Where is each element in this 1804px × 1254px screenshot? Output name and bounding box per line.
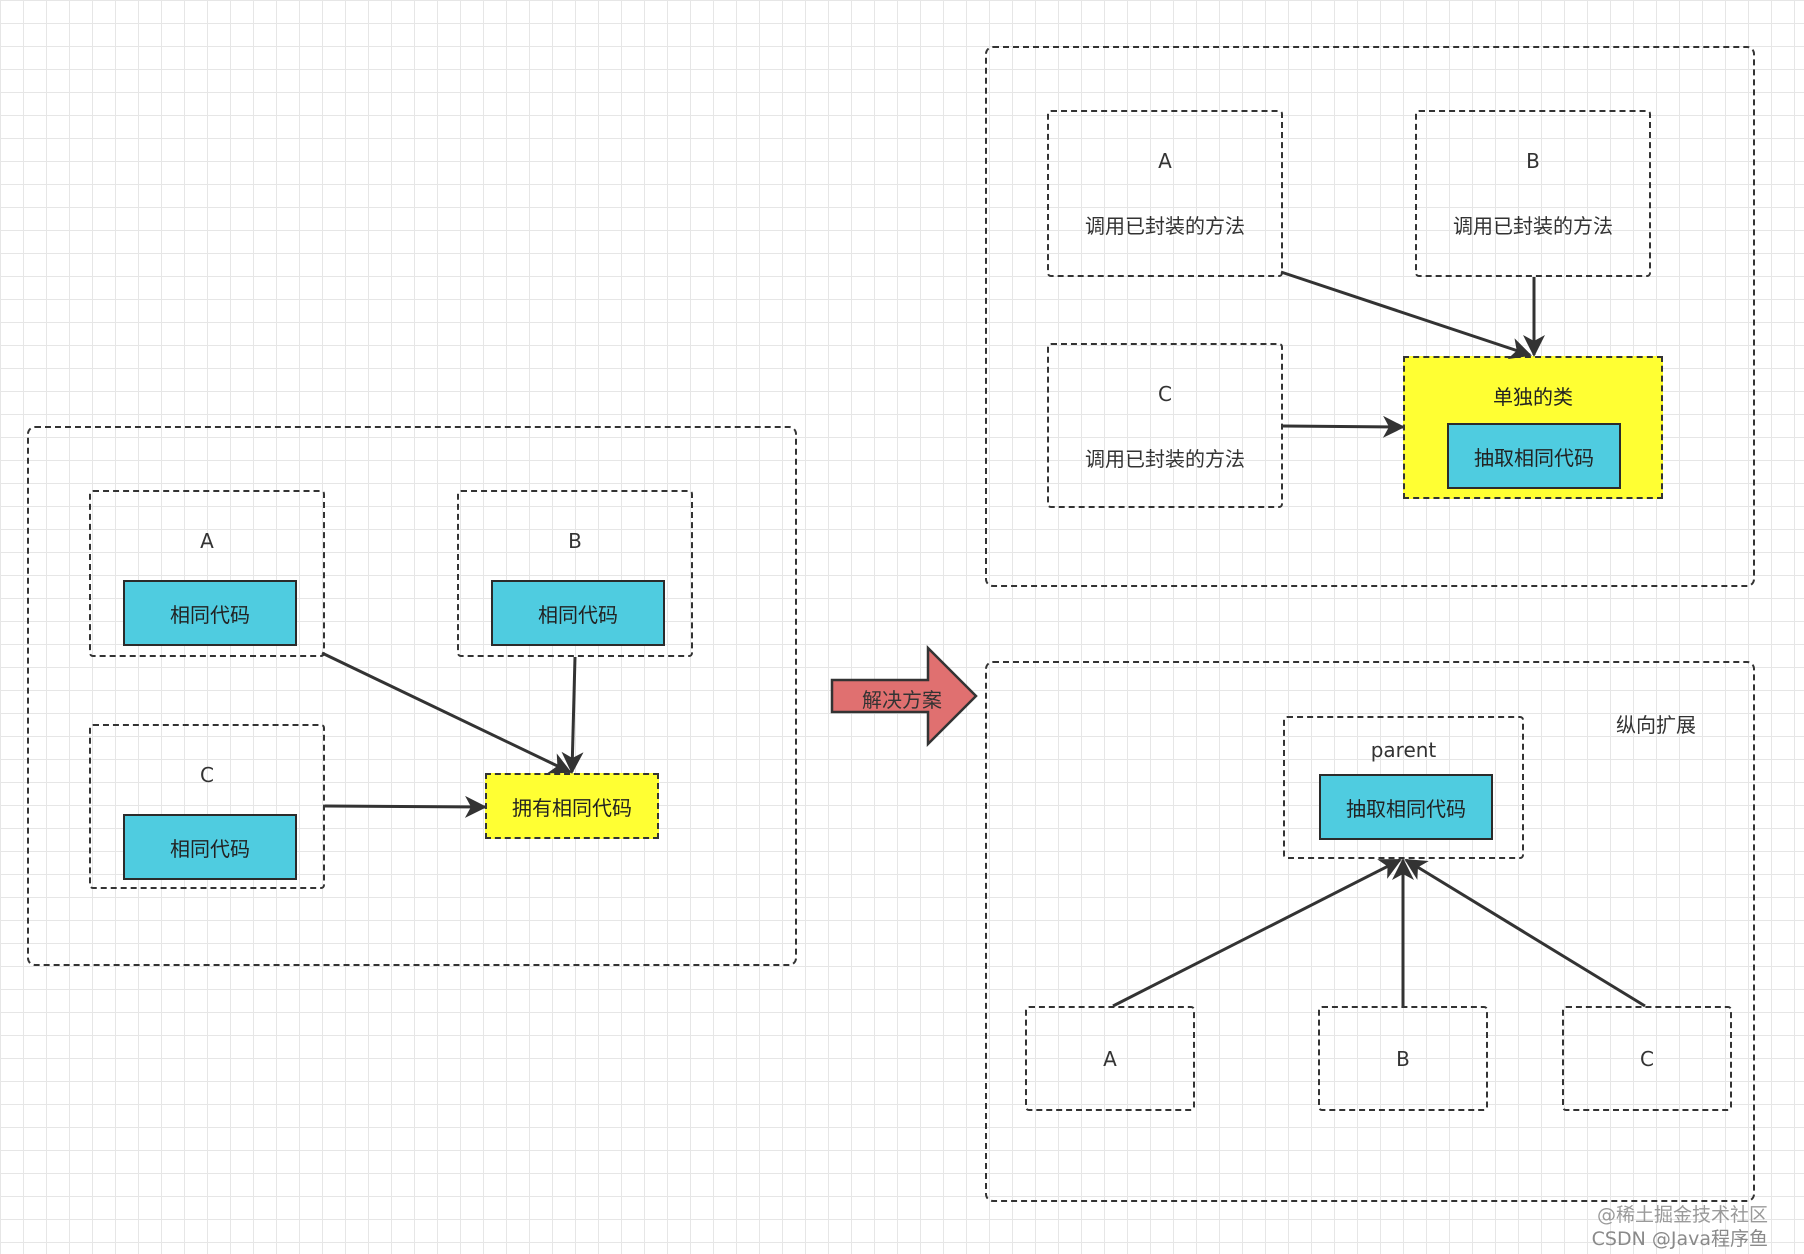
watermark-csdn: CSDN @Java程序鱼 bbox=[1591, 1228, 1768, 1250]
top-node-c-subtitle: 调用已封装的方法 bbox=[1085, 447, 1245, 471]
top-target-title: 单独的类 bbox=[1493, 385, 1573, 409]
top-node-a[interactable]: A 调用已封装的方法 bbox=[1047, 110, 1283, 277]
solution-label: 解决方案 bbox=[862, 688, 942, 712]
watermark-juejin: @稀土掘金技术社区 bbox=[1596, 1204, 1768, 1226]
top-target-code: 抽取相同代码 bbox=[1447, 423, 1621, 489]
top-target-standalone-class[interactable]: 单独的类 抽取相同代码 bbox=[1403, 356, 1663, 499]
top-node-b-subtitle: 调用已封装的方法 bbox=[1453, 214, 1613, 238]
top-node-a-subtitle: 调用已封装的方法 bbox=[1085, 214, 1245, 238]
top-node-c-title: C bbox=[1158, 382, 1172, 406]
left-node-a[interactable]: A 相同代码 bbox=[89, 490, 325, 657]
left-frame bbox=[27, 426, 797, 966]
child-node-c[interactable]: C bbox=[1562, 1006, 1732, 1111]
top-node-b-title: B bbox=[1526, 149, 1540, 173]
top-right-frame bbox=[985, 46, 1755, 587]
vertical-extension-label: 纵向扩展 bbox=[1616, 713, 1696, 737]
top-node-b[interactable]: B 调用已封装的方法 bbox=[1415, 110, 1651, 277]
left-node-b[interactable]: B 相同代码 bbox=[457, 490, 693, 657]
top-node-a-title: A bbox=[1158, 149, 1172, 173]
left-node-b-code: 相同代码 bbox=[491, 580, 665, 646]
left-target-shared-code[interactable]: 拥有相同代码 bbox=[485, 773, 659, 839]
parent-node[interactable]: parent 抽取相同代码 bbox=[1283, 716, 1524, 859]
left-node-b-title: B bbox=[568, 529, 582, 553]
left-node-a-title: A bbox=[200, 529, 214, 553]
left-node-c[interactable]: C 相同代码 bbox=[89, 724, 325, 889]
left-node-a-code: 相同代码 bbox=[123, 580, 297, 646]
child-node-b[interactable]: B bbox=[1318, 1006, 1488, 1111]
left-node-c-title: C bbox=[200, 763, 214, 787]
top-node-c[interactable]: C 调用已封装的方法 bbox=[1047, 343, 1283, 508]
bottom-right-frame bbox=[985, 661, 1755, 1202]
left-node-c-code: 相同代码 bbox=[123, 814, 297, 880]
parent-node-code: 抽取相同代码 bbox=[1319, 774, 1493, 840]
parent-node-title: parent bbox=[1370, 738, 1437, 762]
child-node-a[interactable]: A bbox=[1025, 1006, 1195, 1111]
